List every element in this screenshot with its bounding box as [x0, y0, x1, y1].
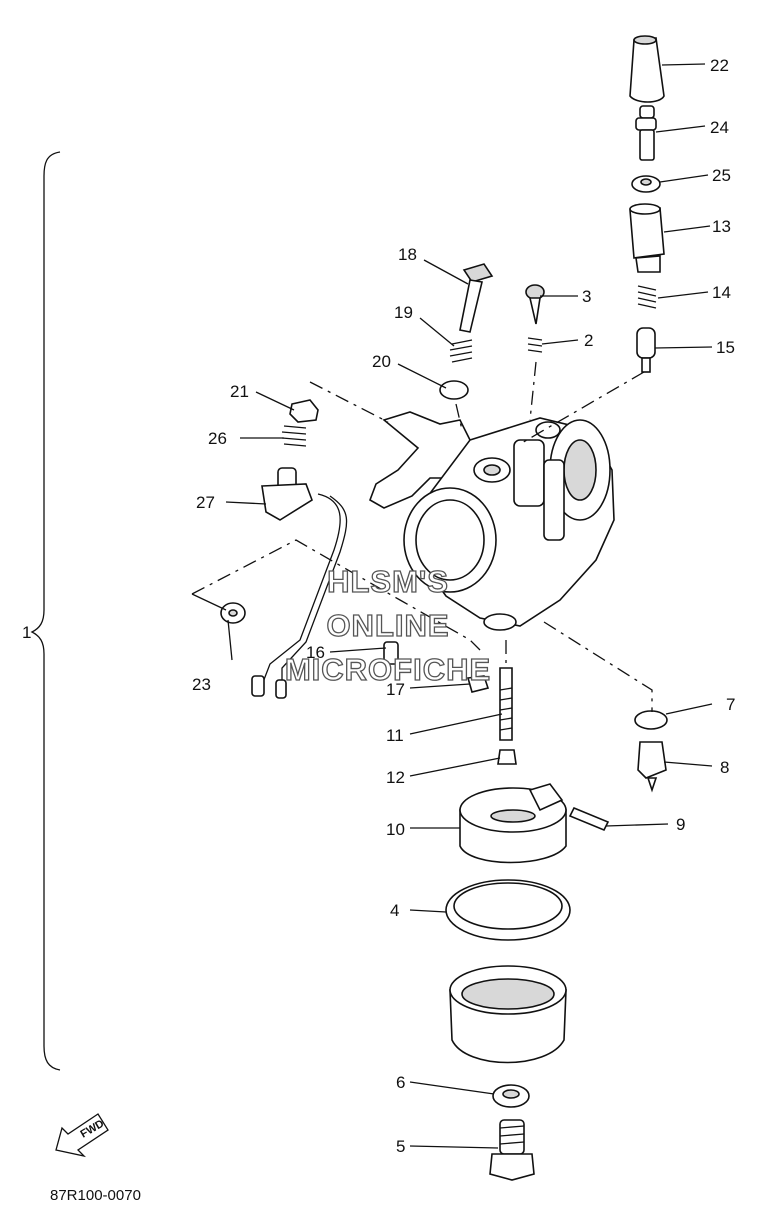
- part-13-body: [629, 203, 665, 273]
- callout-6: 6: [396, 1073, 405, 1092]
- watermark-line-1: HLSM'S: [327, 564, 449, 599]
- callout-1: 1: [22, 623, 31, 642]
- callout-8: 8: [720, 758, 729, 777]
- callout-5: 5: [396, 1137, 405, 1156]
- part-5-drain-screw: [489, 1119, 535, 1181]
- part-7-washer: [634, 710, 668, 730]
- callout-4: 4: [390, 901, 399, 920]
- part-22-cap: [629, 35, 665, 103]
- part-20-washer: [439, 380, 469, 400]
- callout-11: 11: [386, 726, 404, 745]
- part-15-valve: [636, 327, 656, 373]
- callout-14: 14: [712, 283, 731, 302]
- part-11-nozzle: [499, 667, 513, 741]
- part-16-screw: [383, 641, 399, 665]
- carburetor-body: [369, 411, 615, 631]
- callout-2: 2: [584, 331, 593, 350]
- part-17-nut: [466, 675, 490, 693]
- part-23-washer: [220, 602, 246, 624]
- callout-27: 27: [196, 493, 215, 512]
- part-10-float: [459, 783, 567, 864]
- watermark-line-3: MICROFICHE: [285, 652, 491, 687]
- watermark-line-2: ONLINE: [326, 608, 449, 643]
- callout-12: 12: [386, 768, 405, 787]
- part-24-plunger: [635, 105, 657, 161]
- callout-25: 25: [712, 166, 731, 185]
- drawing-number: 87R100-0070: [50, 1187, 141, 1204]
- callout-10: 10: [386, 820, 405, 839]
- part-4-gasket: [445, 879, 571, 941]
- fwd-label: FWD: [79, 1118, 107, 1141]
- callout-13: 13: [712, 217, 731, 236]
- callout-17: 17: [386, 680, 405, 699]
- callout-26: 26: [208, 429, 227, 448]
- callout-20: 20: [372, 352, 391, 371]
- callout-15: 15: [716, 338, 735, 357]
- callout-22: 22: [710, 56, 729, 75]
- leader-lines: [191, 63, 713, 1149]
- part-25-nut: [631, 175, 661, 193]
- callout-24: 24: [710, 118, 729, 137]
- callout-21: 21: [230, 382, 249, 401]
- part-9-float-pin: [568, 806, 610, 832]
- part-14-spring: [637, 285, 657, 309]
- fwd-arrow-icon: FWD: [55, 1113, 109, 1158]
- part-2-spring: [527, 337, 543, 353]
- part-26-spring: [281, 425, 307, 447]
- assembly-bracket: [30, 151, 61, 1071]
- float-chamber: [449, 965, 567, 1064]
- callout-9: 9: [676, 815, 685, 834]
- callout-7: 7: [726, 695, 735, 714]
- callout-16: 16: [306, 643, 325, 662]
- callout-3: 3: [582, 287, 591, 306]
- part-12-main-jet: [497, 749, 517, 765]
- part-18-screw: [459, 263, 494, 333]
- part-8-needle-valve: [637, 741, 667, 793]
- callout-19: 19: [394, 303, 413, 322]
- part-21-nut: [289, 399, 319, 423]
- callout-18: 18: [398, 245, 417, 264]
- part-27-choke-linkage: [251, 467, 348, 699]
- part-6-gasket: [492, 1084, 530, 1108]
- part-19-spring: [449, 339, 473, 363]
- callout-23: 23: [192, 675, 211, 694]
- part-3-screw: [525, 284, 545, 325]
